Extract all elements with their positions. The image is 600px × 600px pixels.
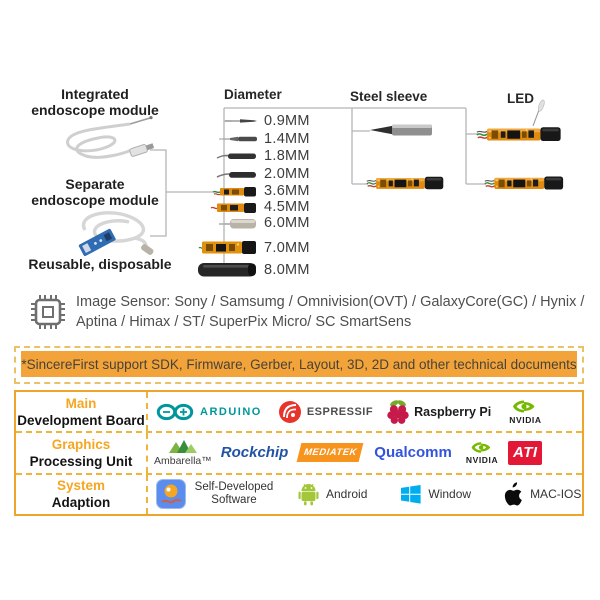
support-banner-text: *SincereFirst support SDK, Firmware, Ger… bbox=[21, 351, 577, 377]
diameter-value: 7.0MM bbox=[264, 239, 310, 256]
diameter-value: 3.6MM bbox=[264, 183, 310, 199]
diameter-value: 6.0MM bbox=[264, 215, 310, 231]
diameter-value: 1.8MM bbox=[264, 148, 310, 164]
logo-ati: ATI bbox=[508, 440, 543, 465]
probe-0.9mm-image bbox=[196, 115, 258, 127]
logo-mac-ios: MAC-IOS bbox=[503, 482, 581, 506]
integrated-module-image bbox=[66, 116, 155, 159]
endoscope-module-image bbox=[484, 175, 564, 191]
diameter-row: 2.0MM bbox=[196, 166, 310, 182]
logo-ambarella: Ambarella™ bbox=[154, 439, 212, 467]
diameter-row: 1.8MM bbox=[196, 148, 310, 164]
diameter-row: 3.6MM bbox=[196, 183, 310, 199]
reusable-label: Reusable, disposable bbox=[28, 256, 172, 272]
apple-icon bbox=[504, 482, 522, 506]
diameter-value: 0.9MM bbox=[264, 113, 310, 129]
android-icon bbox=[298, 484, 319, 506]
windows-icon bbox=[401, 484, 421, 504]
diameter-row: 8.0MM bbox=[196, 260, 310, 279]
ati-icon: ATI bbox=[508, 440, 543, 465]
probe-2.0mm-image bbox=[196, 168, 258, 180]
logo-nvidia: NVIDIA bbox=[466, 441, 498, 465]
diameter-value: 4.5MM bbox=[264, 199, 310, 215]
diameter-heading: Diameter bbox=[224, 87, 282, 102]
row-label: Graphics Processing Unit bbox=[16, 433, 148, 473]
logo-nvidia: NVIDIA bbox=[509, 399, 541, 425]
espressif-icon bbox=[278, 400, 301, 423]
row-content: Ambarella™ Rockchip MEDIATEK Qualcomm bbox=[148, 433, 582, 472]
diameter-row: 6.0MM bbox=[196, 215, 310, 231]
probe-1.8mm-image bbox=[196, 150, 258, 162]
probe-8.0mm-image bbox=[196, 260, 258, 279]
table-row-system-adaption: System Adaption Self-Developed Software bbox=[16, 472, 582, 514]
logo-arduino: ARDUINO bbox=[156, 402, 262, 422]
nvidia-icon bbox=[513, 400, 535, 413]
endoscope-module-image bbox=[366, 176, 444, 190]
brand-table: Main Development Board ARDUINO bbox=[14, 390, 584, 516]
logo-espressif: ESPRESSIF bbox=[278, 400, 373, 424]
diameter-row: 0.9MM bbox=[196, 113, 310, 129]
probe-4.5mm-image bbox=[196, 200, 258, 215]
logo-rockchip: Rockchip bbox=[220, 444, 289, 462]
endoscope-module-led-image bbox=[476, 99, 562, 142]
probe-6.0mm-image bbox=[196, 216, 258, 231]
support-banner: *SincereFirst support SDK, Firmware, Ger… bbox=[14, 346, 584, 384]
diameter-value: 8.0MM bbox=[264, 261, 310, 278]
probe-7.0mm-image bbox=[196, 238, 258, 257]
logo-raspberry-pi: Raspberry Pi bbox=[387, 399, 491, 425]
logo-mediatek: MEDIATEK bbox=[296, 443, 364, 463]
row-label: Main Development Board bbox=[16, 392, 148, 432]
table-row-development-board: Main Development Board ARDUINO bbox=[16, 392, 582, 432]
arduino-icon bbox=[156, 403, 194, 420]
logo-qualcomm: Qualcomm bbox=[374, 444, 452, 462]
diameter-row: 4.5MM bbox=[196, 199, 310, 215]
integrated-module-label: Integrated endoscope module bbox=[31, 86, 159, 118]
probe-1.4mm-image bbox=[196, 133, 258, 145]
image-sensor-text: Image Sensor: Sony / Samsumg / Omnivisio… bbox=[76, 294, 585, 330]
raspberry-pi-icon bbox=[387, 399, 409, 424]
self-developed-software-icon bbox=[156, 479, 186, 510]
row-label: System Adaption bbox=[16, 474, 148, 514]
mediatek-icon: MEDIATEK bbox=[296, 443, 364, 463]
steel-sleeve-heading: Steel sleeve bbox=[350, 89, 428, 104]
ambarella-icon bbox=[168, 439, 197, 453]
row-content: ARDUINO ESPRESSIF bbox=[148, 392, 582, 431]
diameter-value: 1.4MM bbox=[264, 131, 310, 147]
separate-module-label: Separate endoscope module bbox=[31, 176, 159, 208]
logo-android: Android bbox=[298, 482, 367, 506]
diameter-row: 1.4MM bbox=[196, 131, 310, 147]
row-content: Self-Developed Software bbox=[148, 475, 582, 514]
chip-icon bbox=[31, 295, 65, 329]
diameter-row: 7.0MM bbox=[196, 238, 310, 257]
probe-3.6mm-image bbox=[196, 184, 258, 199]
led-heading: LED bbox=[507, 91, 534, 106]
diameter-value: 2.0MM bbox=[264, 166, 310, 182]
table-row-gpu: Graphics Processing Unit Ambarella™ Rock… bbox=[16, 431, 582, 473]
logo-self-developed-software: Self-Developed Software bbox=[156, 479, 276, 510]
logo-windows: Window bbox=[401, 484, 471, 504]
nvidia-icon bbox=[471, 442, 491, 453]
steel-sleeve-image bbox=[370, 124, 432, 136]
separate-module-image bbox=[78, 211, 154, 257]
